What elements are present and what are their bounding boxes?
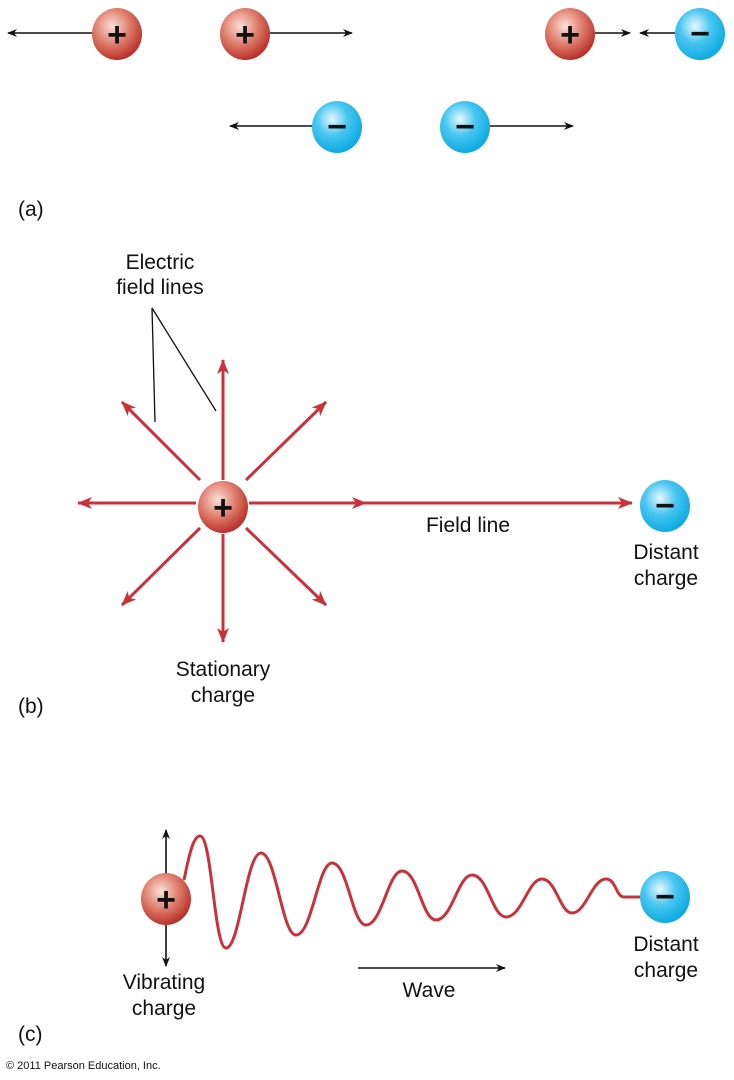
svg-text:+: + — [213, 489, 233, 527]
distant-charge: − — [640, 480, 690, 532]
vibrating-charge-label: Vibrating — [123, 971, 206, 994]
stationary-charge-label: charge — [191, 684, 255, 707]
field-line-arrow — [244, 526, 328, 607]
vibrating-charge: + — [141, 873, 191, 925]
positive-charge: + — [545, 8, 595, 60]
panel-a — [7, 29, 675, 130]
svg-text:−: − — [327, 108, 347, 146]
panel-c-label: (c) — [18, 1023, 43, 1046]
svg-text:+: + — [235, 16, 255, 54]
wave-curve — [182, 834, 642, 950]
field-line-label: Field line — [426, 514, 510, 537]
field-lines — [77, 359, 633, 643]
wave-label: Wave — [403, 979, 456, 1002]
vibrating-charge-label: charge — [132, 997, 196, 1020]
positive-charge: + — [220, 8, 270, 60]
negative-charge: − — [312, 101, 362, 153]
distant-charge-label: Distant — [633, 541, 699, 564]
distant-charge: − — [640, 871, 690, 923]
field-line-arrow — [120, 526, 202, 607]
svg-text:+: + — [156, 881, 176, 919]
positive-charge: + — [92, 8, 142, 60]
svg-text:+: + — [560, 16, 580, 54]
svg-text:−: − — [655, 878, 675, 916]
svg-text:−: − — [690, 15, 710, 53]
stationary-charge: + — [198, 481, 248, 533]
electric-field-lines-label: field lines — [116, 276, 204, 299]
copyright: © 2011 Pearson Education, Inc. — [6, 1060, 161, 1072]
svg-text:−: − — [655, 487, 675, 525]
panel-b-label: (b) — [18, 695, 44, 718]
leader-lines — [151, 307, 217, 423]
vibration-arrows — [162, 829, 506, 972]
svg-text:+: + — [107, 16, 127, 54]
distant-charge-label: Distant — [633, 933, 699, 956]
distant-charge-label: charge — [634, 567, 698, 590]
svg-text:−: − — [455, 108, 475, 146]
negative-charge: − — [675, 8, 725, 60]
stationary-charge-label: Stationary — [176, 658, 271, 681]
distant-charge-label: charge — [634, 959, 698, 982]
field-line-arrow — [120, 400, 202, 482]
electric-field-lines-label: Electric — [126, 251, 195, 274]
charges-a: + + + − − − — [92, 8, 725, 153]
panel-a-label: (a) — [18, 198, 44, 221]
field-line-arrow — [244, 400, 328, 482]
negative-charge: − — [440, 101, 490, 153]
